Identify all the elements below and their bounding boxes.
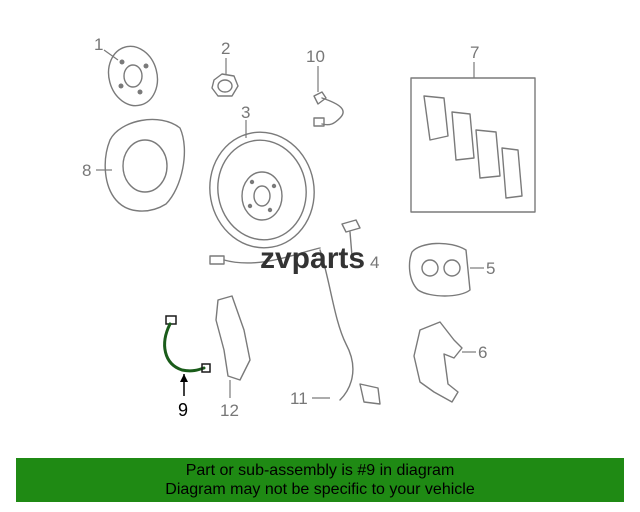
watermark-logo: zvparts xyxy=(260,242,365,275)
part-2-nut xyxy=(211,58,239,97)
callout-1: 1 xyxy=(94,35,103,54)
callout-2: 2 xyxy=(221,39,230,58)
callout-3: 3 xyxy=(241,103,250,122)
watermark-text: zvparts xyxy=(260,242,365,275)
part-4-bolt xyxy=(341,219,361,257)
part-6-bracket xyxy=(413,321,476,403)
callout-7: 7 xyxy=(470,43,479,62)
speed-sensor-wire xyxy=(209,247,321,265)
callout-9: 9 xyxy=(178,400,188,420)
part-11-abs-sensor xyxy=(312,249,381,405)
part-9-brake-hose xyxy=(163,315,211,396)
part-8-shield xyxy=(96,118,186,212)
callout-6: 6 xyxy=(478,343,487,362)
part-3-rotor xyxy=(209,120,315,249)
callout-4: 4 xyxy=(370,253,379,272)
callout-11: 11 xyxy=(290,389,308,408)
banner-line-2: Diagram may not be specific to your vehi… xyxy=(165,481,475,498)
banner-line-1: Part or sub-assembly is #9 in diagram xyxy=(185,462,455,479)
part-5-caliper xyxy=(408,242,484,297)
info-banner: Part or sub-assembly is #9 in diagram Di… xyxy=(16,458,624,502)
part-1-hub xyxy=(103,45,159,107)
callout-10: 10 xyxy=(306,47,325,66)
callout-5: 5 xyxy=(486,259,495,278)
part-12-bracket xyxy=(215,295,251,398)
part-10-sensor xyxy=(313,66,344,127)
part-7-pads xyxy=(410,62,536,213)
callout-12: 12 xyxy=(220,401,239,420)
callout-8: 8 xyxy=(82,161,91,180)
